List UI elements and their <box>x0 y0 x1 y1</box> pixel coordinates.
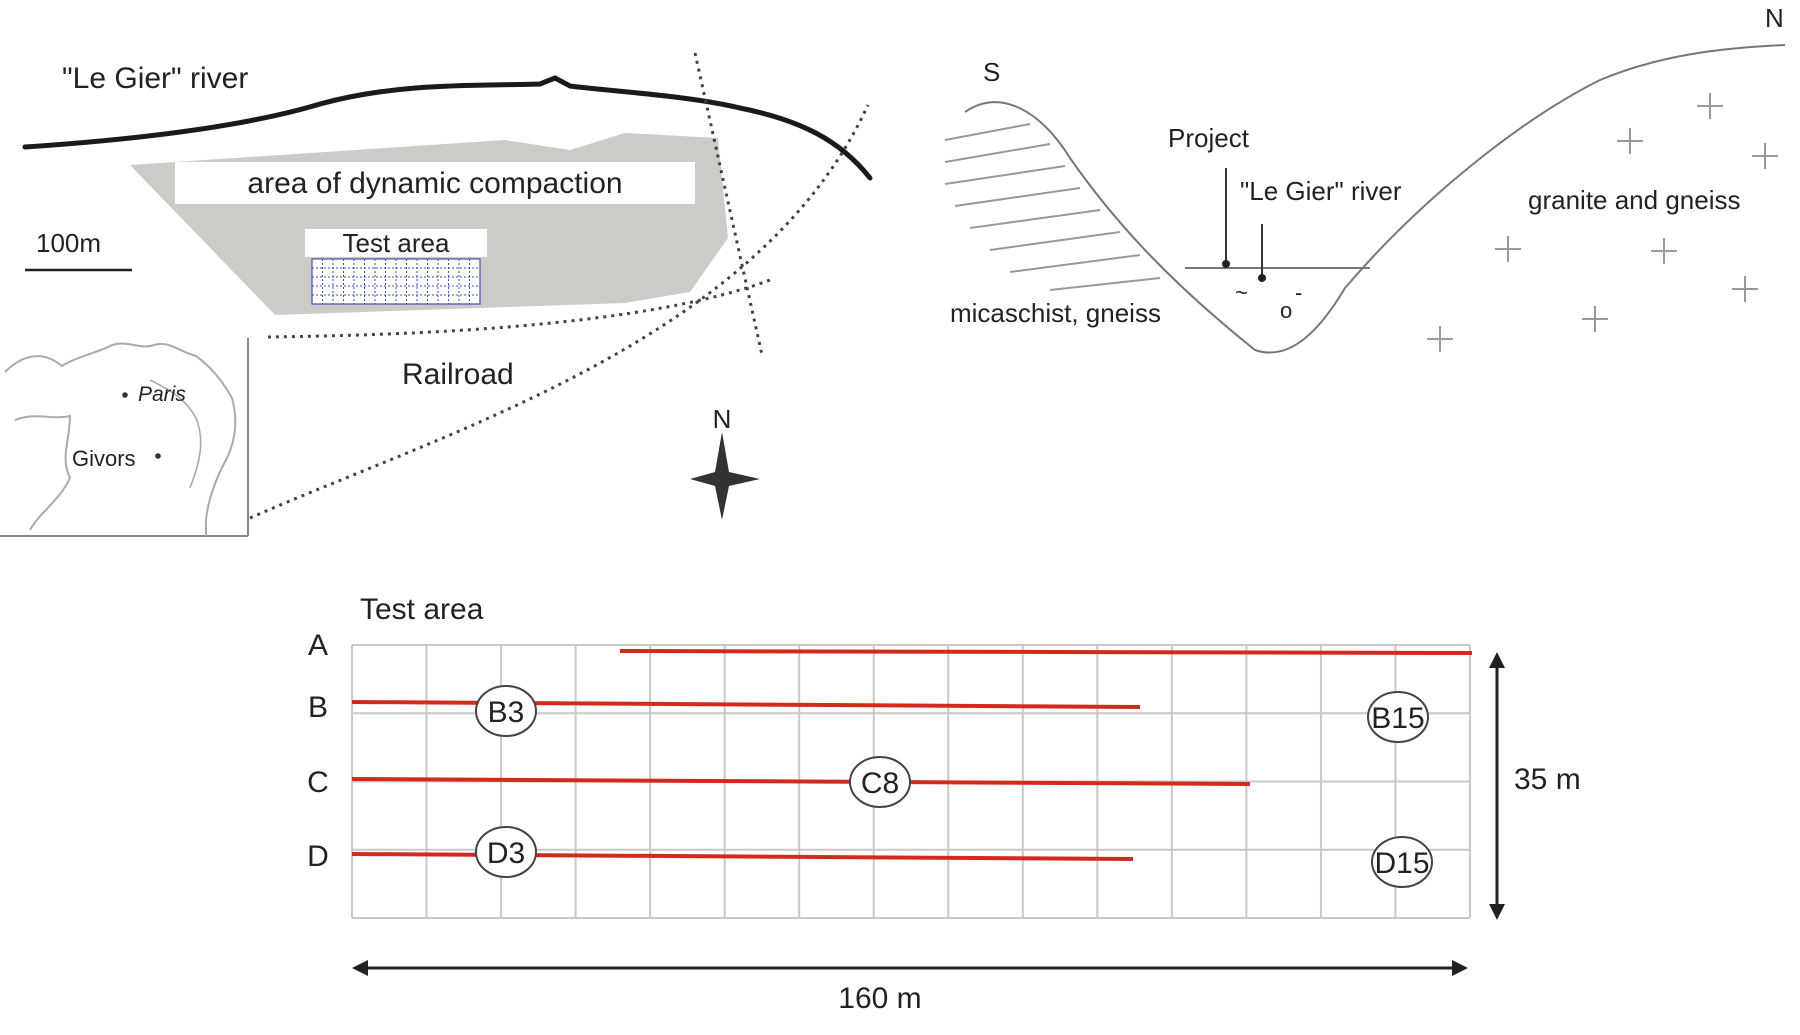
point-c8: C8 <box>849 756 911 808</box>
project-label: Project <box>1168 123 1250 153</box>
inset-map: Paris Givors <box>0 338 249 537</box>
height-label: 35 m <box>1514 763 1581 796</box>
boundary-dotted-line <box>693 52 764 356</box>
line-row-c <box>351 777 1251 786</box>
width-arrow-right <box>1452 960 1468 976</box>
line-row-d <box>351 852 1134 861</box>
test-area-mini-grid <box>311 258 481 305</box>
granite-crosses <box>1427 93 1778 352</box>
scale-label: 100m <box>36 228 101 258</box>
section-south-label: S <box>983 57 1000 87</box>
section-north-label: N <box>1765 3 1784 33</box>
cross-section: ~ o - S N Pr <box>944 3 1786 354</box>
svg-text:B3: B3 <box>488 696 525 729</box>
line-row-a <box>619 649 1473 655</box>
site-map: area of dynamic compaction Test area "Le… <box>0 52 873 537</box>
compaction-label: area of dynamic compaction <box>247 167 622 200</box>
row-label-d: D <box>307 840 329 873</box>
svg-text:B15: B15 <box>1371 702 1424 735</box>
right-rock-label: granite and gneiss <box>1528 185 1740 215</box>
row-label-a: A <box>308 629 328 662</box>
svg-text:D3: D3 <box>487 837 525 870</box>
svg-text:D15: D15 <box>1374 847 1429 880</box>
svg-text:C8: C8 <box>861 767 899 800</box>
north-label: N <box>713 404 732 434</box>
valley-profile <box>964 44 1786 354</box>
left-rock-label: micaschist, gneiss <box>950 298 1161 328</box>
test-grid-title: Test area <box>360 593 484 626</box>
row-label-b: B <box>308 691 328 724</box>
point-b3: B3 <box>475 685 537 737</box>
point-d15: D15 <box>1371 836 1433 888</box>
height-arrow-bottom <box>1489 904 1505 920</box>
river-label: "Le Gier" river <box>62 62 248 95</box>
micaschist-hatching <box>944 123 1161 291</box>
railroad-dotted-line-upper <box>267 278 771 339</box>
compaction-label-box <box>175 162 695 204</box>
height-arrow-top <box>1489 652 1505 668</box>
inset-city-givors: Givors <box>72 446 136 471</box>
north-star-icon <box>690 432 760 520</box>
row-label-c: C <box>307 766 329 799</box>
railroad-label: Railroad <box>402 358 514 391</box>
svg-text:~: ~ <box>1235 280 1248 305</box>
width-arrow-left <box>352 960 368 976</box>
inset-city-paris: Paris <box>138 383 186 406</box>
test-area-label: Test area <box>343 228 450 258</box>
point-b15: B15 <box>1367 691 1429 743</box>
svg-text:-: - <box>1295 280 1302 305</box>
svg-text:o: o <box>1280 298 1292 323</box>
inset-coastline <box>4 342 237 536</box>
point-d3: D3 <box>475 826 537 878</box>
test-grid: Test area A B C D B3 B15 C8 D3 <box>307 593 1581 1015</box>
section-river-label: "Le Gier" river <box>1240 176 1402 206</box>
width-label: 160 m <box>838 982 921 1015</box>
test-area-label-box <box>305 229 487 257</box>
river-line <box>22 75 873 181</box>
